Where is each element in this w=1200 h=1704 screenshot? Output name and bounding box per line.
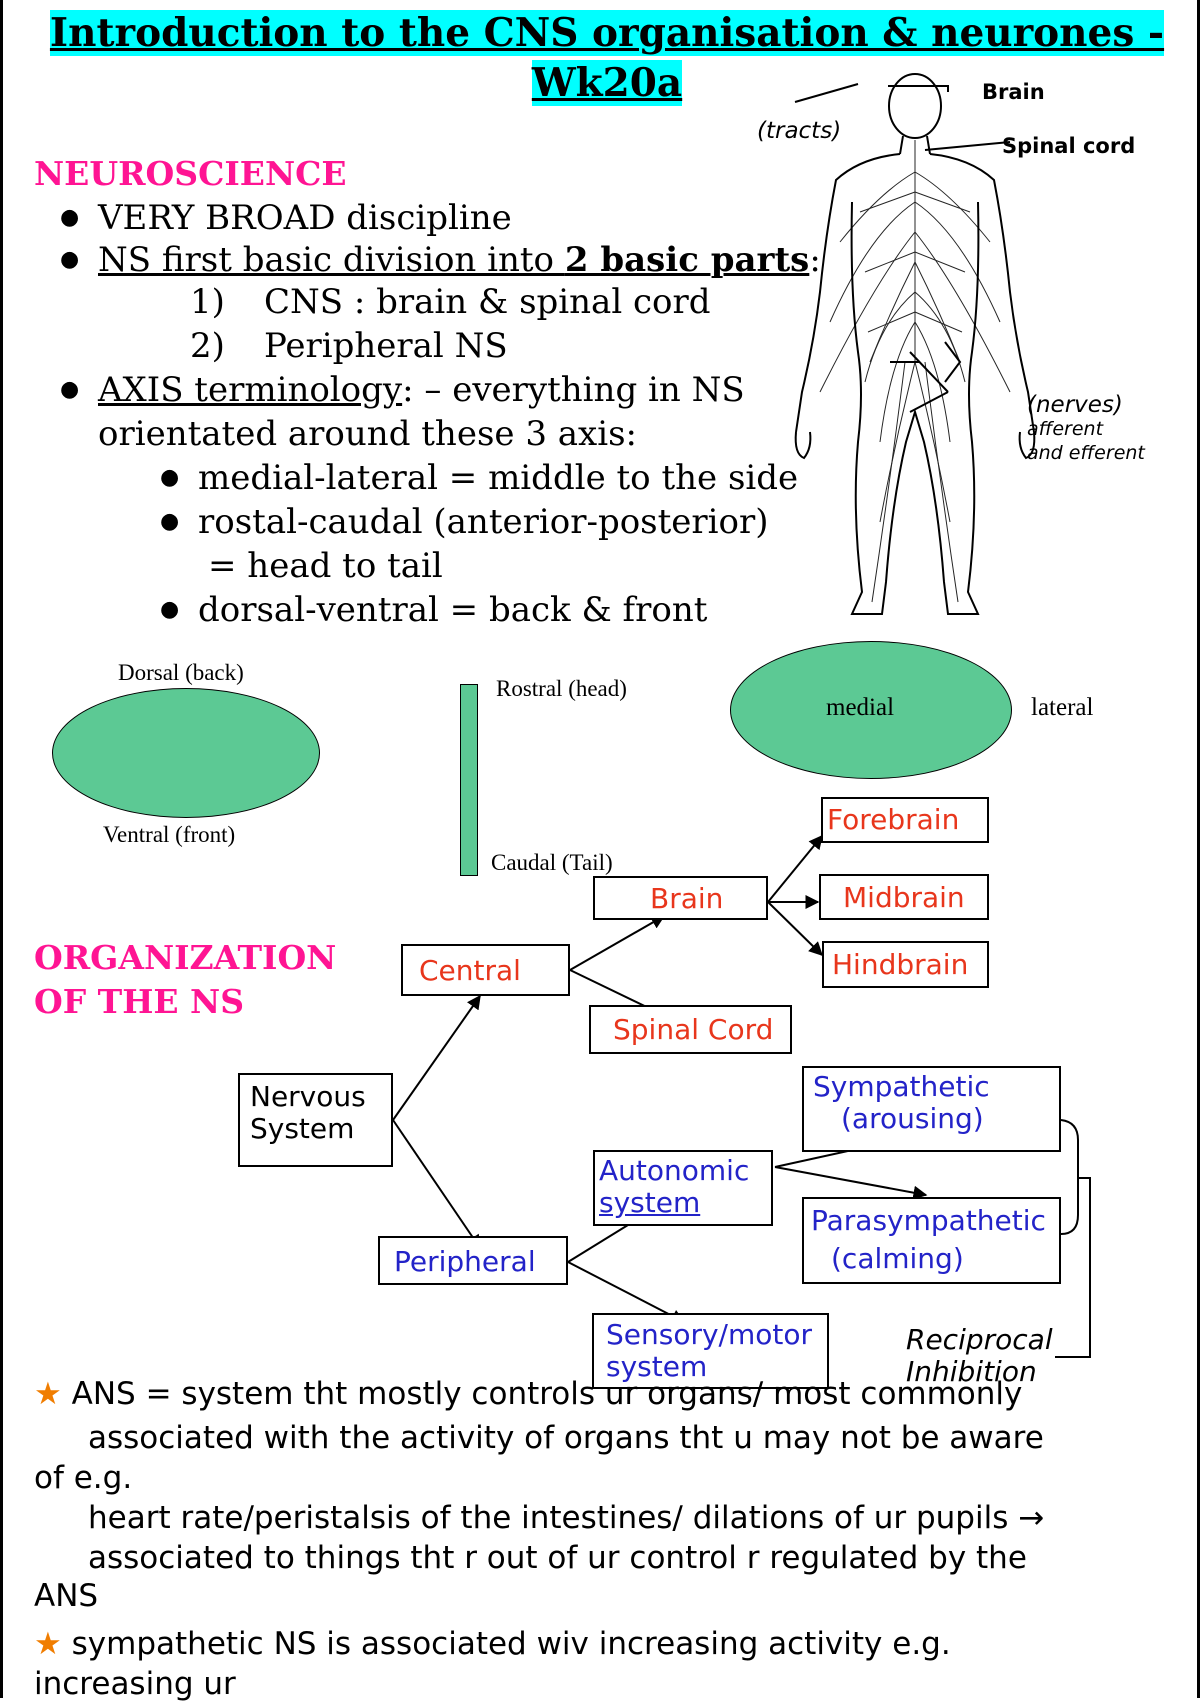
reciprocal-line2: Inhibition xyxy=(906,1355,1037,1388)
spinal-cord-box: Spinal Cord xyxy=(589,1005,792,1054)
organization-heading-line1: ORGANIZATION xyxy=(34,938,337,977)
bullet-dot: ● xyxy=(60,247,80,272)
medial-label: medial xyxy=(826,694,895,721)
reciprocal-line1: Reciprocal xyxy=(906,1323,1053,1356)
dorsal-ventral-ellipse xyxy=(52,688,320,818)
caudal-label: Caudal (Tail) xyxy=(491,850,613,875)
brain-box: Brain xyxy=(593,876,768,920)
basic-division-post: : xyxy=(809,240,821,280)
star-icon: ★ xyxy=(34,1376,62,1412)
midbrain-box: Midbrain xyxy=(819,874,989,920)
sensory-motor-box: Sensory/motor system xyxy=(592,1313,829,1389)
central-box: Central xyxy=(401,944,570,996)
rostral-caudal-bar xyxy=(460,684,478,876)
parasympathetic-line1: Parasympathetic xyxy=(811,1204,1046,1237)
sub-bullet-rostal-caudal-cont: = head to tail xyxy=(208,546,443,586)
numbered-2: 2) xyxy=(190,326,225,366)
sub-bullet-dorsal-ventral: dorsal-ventral = back & front xyxy=(198,590,708,630)
numbered-2-text: Peripheral NS xyxy=(264,326,508,366)
note-ans-line2: associated with the activity of organs t… xyxy=(88,1420,1044,1456)
peripheral-box: Peripheral xyxy=(378,1236,568,1285)
sensory-motor-line1: Sensory/motor xyxy=(606,1318,813,1351)
basic-division-bold: 2 basic parts xyxy=(564,240,810,280)
dorsal-label: Dorsal (back) xyxy=(118,660,244,685)
note-sympathetic-line1: ★ sympathetic NS is associated wiv incre… xyxy=(34,1624,951,1664)
bullet-dot: ● xyxy=(60,205,80,230)
bullet-dot: ● xyxy=(60,377,80,402)
sympathetic-line2: (arousing) xyxy=(841,1102,984,1135)
forebrain-label: Forebrain xyxy=(827,803,960,836)
figure-label-spinal-cord: Spinal cord xyxy=(1002,134,1136,158)
numbered-1-text: CNS : brain & spinal cord xyxy=(264,282,711,322)
basic-division-pre: NS first basic division into xyxy=(98,240,565,280)
note-ans-line3: of e.g. xyxy=(34,1460,133,1496)
nervous-system-figure xyxy=(794,73,1036,615)
lateral-label: lateral xyxy=(1031,694,1094,721)
sub-bullet-medial-lateral: medial-lateral = middle to the side xyxy=(198,458,799,498)
figure-label-brain: Brain xyxy=(982,80,1045,104)
note-ans-line1: ★ ANS = system tht mostly controls ur or… xyxy=(34,1374,1022,1414)
medial-lateral-ellipse xyxy=(730,641,1012,779)
organization-heading-line2: OF THE NS xyxy=(34,982,245,1021)
autonomic-system-box: Autonomic system xyxy=(593,1150,773,1226)
autonomic-line1: Autonomic xyxy=(599,1154,750,1187)
parasympathetic-line2: (calming) xyxy=(831,1242,964,1275)
hindbrain-box: Hindbrain xyxy=(822,941,989,988)
bullet-dot: ● xyxy=(160,465,180,490)
sensory-motor-line2: system xyxy=(606,1350,708,1383)
autonomic-line2: system xyxy=(599,1186,701,1219)
midbrain-label: Midbrain xyxy=(843,881,965,914)
sympathetic-line1: Sympathetic xyxy=(813,1070,990,1103)
nervous-system-line2: System xyxy=(250,1112,355,1145)
note-ans-line5: associated to things tht r out of ur con… xyxy=(88,1540,1027,1576)
sympathetic-box: Sympathetic (arousing) xyxy=(802,1066,1061,1152)
note-ans-text1: ANS = system tht mostly controls ur orga… xyxy=(71,1376,1023,1412)
numbered-1: 1) xyxy=(190,282,225,322)
note-ans-line6: ANS xyxy=(34,1578,99,1614)
hindbrain-label: Hindbrain xyxy=(832,948,969,981)
central-label: Central xyxy=(419,954,521,987)
bullet-dot: ● xyxy=(160,597,180,622)
page-title: Introduction to the CNS organisation & n… xyxy=(44,8,1170,108)
bullet-dot: ● xyxy=(160,509,180,534)
parasympathetic-box: Parasympathetic (calming) xyxy=(802,1197,1061,1284)
rostral-label: Rostral (head) xyxy=(496,676,627,701)
nervous-system-line1: Nervous xyxy=(250,1080,366,1113)
figure-label-tracts: (tracts) xyxy=(757,118,842,144)
ventral-label: Ventral (front) xyxy=(103,822,236,847)
figure-label-afferent: afferent xyxy=(1027,418,1104,440)
axis-terminology-rest: : – everything in NS xyxy=(402,370,745,410)
neuroscience-heading: NEUROSCIENCE xyxy=(34,154,347,193)
peripheral-label: Peripheral xyxy=(394,1245,536,1278)
bullet-axis-terminology: AXIS terminology: – everything in NS xyxy=(98,368,745,412)
note-sympathetic-line2: increasing ur xyxy=(34,1666,236,1702)
brain-label: Brain xyxy=(650,882,724,915)
sub-bullet-rostal-caudal: rostal-caudal (anterior-posterior) xyxy=(198,502,769,542)
figure-label-nerves: (nerves) xyxy=(1027,392,1123,418)
nervous-system-box: Nervous System xyxy=(238,1073,393,1167)
bullet-basic-division: NS first basic division into 2 basic par… xyxy=(98,238,821,282)
axis-terminology-continued: orientated around these 3 axis: xyxy=(98,414,637,454)
note-ans-line4: heart rate/peristalsis of the intestines… xyxy=(88,1500,1045,1536)
forebrain-box: Forebrain xyxy=(821,797,989,843)
figure-label-efferent: and efferent xyxy=(1027,442,1145,464)
bullet-broad-discipline: VERY BROAD discipline xyxy=(98,198,512,238)
spinal-cord-label: Spinal Cord xyxy=(613,1013,774,1046)
note-sympathetic-text1: sympathetic NS is associated wiv increas… xyxy=(71,1626,951,1662)
star-icon: ★ xyxy=(34,1626,62,1662)
axis-terminology-underlined: AXIS terminology xyxy=(98,370,403,410)
reciprocal-inhibition-label: Reciprocal Inhibition xyxy=(906,1324,1053,1388)
